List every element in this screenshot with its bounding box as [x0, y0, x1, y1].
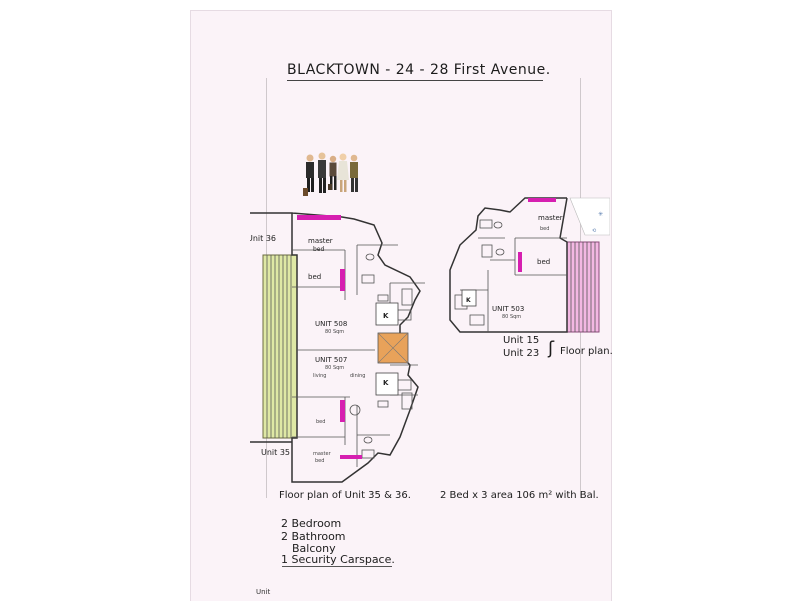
brace-glyph: ʃ [548, 338, 555, 359]
right-feature-wall-top [528, 198, 556, 202]
left-plan-caption: Floor plan of Unit 35 & 36. [279, 490, 411, 501]
floor-plan-unit-35-36: K K Unit 36 master bed bed UNIT 508 80 S… [250, 212, 425, 483]
living-label: living [313, 373, 326, 379]
right-master-bed-word: bed [540, 226, 549, 232]
unit-35-label: Unit 35 [261, 448, 290, 457]
feature-wall-top [297, 215, 341, 220]
svg-text:✳: ✳ [598, 211, 603, 218]
right-feature-wall-bed [518, 252, 522, 272]
right-master-label: master [538, 214, 563, 222]
right-bed-label: bed [537, 258, 550, 266]
unit-508-label: UNIT 508 [315, 320, 347, 328]
document-page [190, 10, 612, 601]
features-underline [282, 566, 392, 567]
footer-text: Unit [256, 588, 271, 596]
unit-503-label: UNIT 503 [492, 305, 524, 313]
feature-item-2: 2 Bathroom [281, 530, 346, 543]
area-note: 2 Bed x 3 area 106 m² with Bal. [440, 490, 599, 501]
unit-507-label: UNIT 507 [315, 356, 347, 364]
unit-503-area: 80 Sqm [502, 314, 521, 320]
bed-top-label: bed [308, 273, 321, 281]
dining-label: dining [350, 373, 365, 379]
feature-item-4: 1 Security Carspace. [281, 553, 395, 566]
floor-plan-note: Floor plan. [560, 346, 613, 357]
unit-15-note: Unit 15 [503, 335, 540, 346]
unit-508-area: 80 Sqm [325, 329, 344, 335]
svg-text:⟲: ⟲ [592, 228, 596, 234]
right-kitchen-label: K [466, 297, 471, 304]
master-bed-top-word: bed [313, 246, 325, 253]
unit-36-label: Unit 36 [250, 234, 276, 243]
master-bottom-word: bed [315, 458, 324, 464]
feature-wall-bed-top [340, 269, 345, 291]
feature-wall-bed-bottom [340, 400, 345, 422]
kitchen-top-label: K [383, 312, 389, 320]
feature-item-3: Balcony [292, 542, 336, 555]
unit-507-area: 80 Sqm [325, 365, 344, 371]
feature-item-1: 2 Bedroom [281, 517, 342, 530]
master-bed-top-label: master [308, 237, 333, 245]
feature-wall-bottom [340, 455, 362, 459]
business-people-illustration [303, 152, 358, 196]
bed-bottom-label: bed [316, 419, 325, 425]
document-title: BLACKTOWN - 24 - 28 First Avenue. [287, 62, 551, 78]
unit-23-note: Unit 23 [503, 348, 540, 359]
kitchen-bottom-label: K [383, 379, 389, 387]
balcony-green [262, 254, 298, 439]
floor-plan-unit-15-23: ✳ ⟲ K master bed bed UNIT 503 80 Sqm [449, 197, 610, 333]
master-bottom-label: master [313, 451, 332, 457]
title-underline [287, 80, 543, 81]
